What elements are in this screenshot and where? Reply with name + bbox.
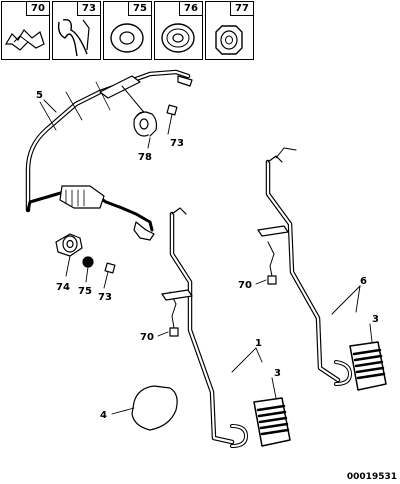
clip-70-right	[267, 275, 277, 285]
callout-70-left: 70	[140, 332, 154, 343]
pedal-pad-3-left	[253, 397, 291, 447]
washer-icon	[110, 23, 144, 53]
bush-icon	[215, 25, 243, 55]
part-number-label: 76	[179, 2, 202, 16]
pedal-1	[161, 207, 248, 448]
callout-4: 4	[100, 410, 107, 421]
part-cell-73: 73	[52, 1, 101, 60]
part-number-label: 70	[26, 2, 49, 16]
pedal-6	[257, 147, 352, 386]
parts-header: 70 73 75 76 77	[1, 1, 255, 62]
clip-70-left	[169, 327, 179, 337]
part-cell-76: 76	[154, 1, 203, 60]
callout-70-right: 70	[238, 280, 252, 291]
callout-6: 6	[360, 276, 367, 287]
part-number-label: 75	[128, 2, 151, 16]
callout-75: 75	[78, 286, 92, 297]
pedal-pad-3-right	[349, 341, 387, 391]
pedal-assembly-diagram: 5 78 73 74 75 73 70 70 1 6 3 3 4	[25, 69, 387, 448]
callout-78: 78	[138, 152, 152, 163]
grommet-icon	[161, 23, 195, 53]
spring-clip-73b	[104, 262, 116, 274]
clip-icon	[4, 29, 45, 51]
callout-73-bottom: 73	[98, 292, 112, 303]
callout-1: 1	[255, 338, 262, 349]
spring-clip-icon	[57, 19, 90, 57]
pad-cover-4	[131, 385, 178, 431]
part-number-label: 73	[77, 2, 100, 16]
spring-clip-73a	[166, 104, 178, 116]
callout-3-left: 3	[274, 368, 281, 379]
diagram-reference-code: 00019531	[346, 472, 397, 482]
part-cell-77: 77	[205, 1, 254, 60]
part-number-label: 77	[230, 2, 253, 16]
callout-73-top: 73	[170, 138, 184, 149]
accelerator-cable	[25, 69, 193, 241]
part-cell-75: 75	[103, 1, 152, 60]
callout-3-right: 3	[372, 314, 379, 325]
grommet-78	[133, 111, 158, 137]
washer-75-dot	[82, 256, 94, 268]
callout-5: 5	[36, 90, 43, 101]
part-cell-70: 70	[1, 1, 50, 60]
leader-lines	[43, 99, 373, 415]
callout-74: 74	[56, 282, 70, 293]
bush-74	[55, 233, 83, 257]
